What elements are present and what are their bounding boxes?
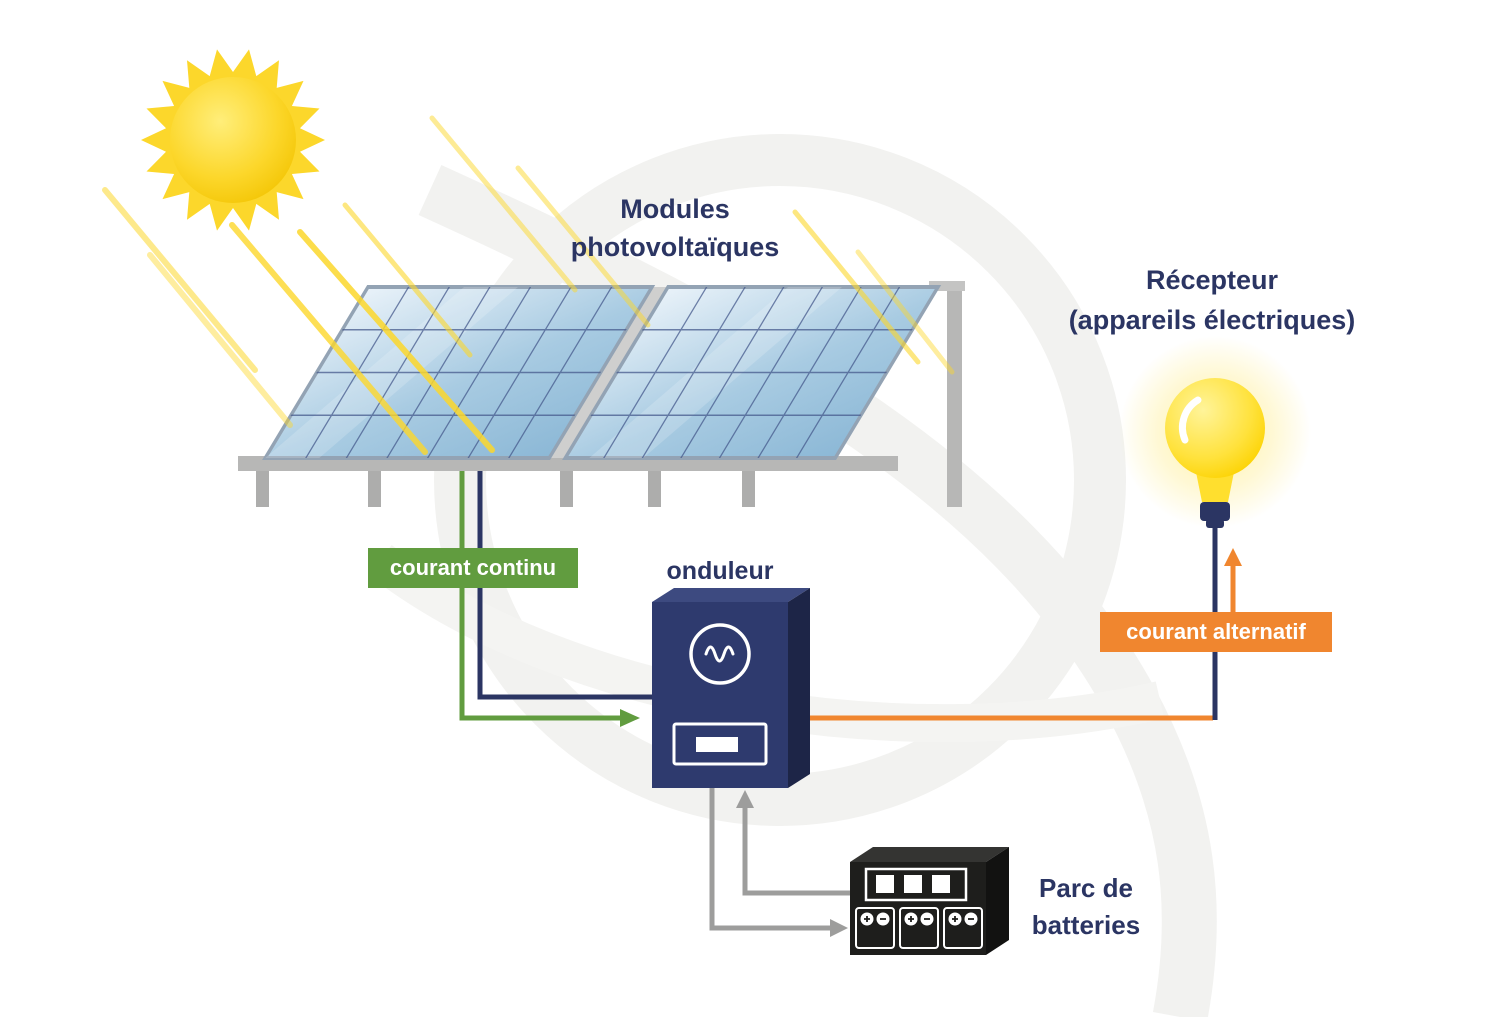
support-leg — [256, 471, 269, 507]
panel-right — [562, 285, 942, 460]
support-cap — [929, 281, 965, 291]
inverter-top-face — [652, 588, 810, 602]
modules-label: Modules photovoltaïques — [525, 190, 825, 266]
bulb-highlight — [1178, 396, 1202, 444]
inverter-side-face — [788, 588, 810, 788]
battery-indicator-frame — [864, 867, 968, 902]
battery-top-face — [850, 847, 1009, 862]
support-leg — [648, 471, 661, 507]
light-bulb-icon — [1119, 336, 1311, 528]
modules-label-line1: Modules — [620, 194, 730, 224]
support-leg — [742, 471, 755, 507]
sun-icon — [141, 49, 325, 231]
support-post — [947, 287, 962, 507]
batteries-label: Parc de batteries — [1006, 870, 1166, 944]
inverter-front-face — [652, 602, 788, 788]
onduleur-label: onduleur — [666, 557, 774, 585]
courant-continu-badge: courant continu — [368, 548, 578, 588]
battery-cell — [943, 907, 983, 949]
battery-charge-arrow — [830, 919, 848, 937]
panel-grid — [590, 287, 913, 458]
battery-bank — [850, 847, 1009, 955]
battery-charge-wire — [709, 788, 832, 931]
sine-wave-icon — [704, 645, 735, 663]
recepteur-label-line2: (appareils électriques) — [1068, 305, 1356, 335]
battery-indicator-cell — [904, 875, 922, 893]
solar-panels — [262, 285, 942, 460]
battery-cell — [899, 907, 939, 949]
sun-rays — [102, 115, 955, 455]
battery-cell — [855, 907, 895, 949]
dc-wire-navy — [477, 462, 656, 700]
recepteur-label-line1: Récepteur — [1145, 265, 1279, 295]
bulb-base — [1200, 502, 1230, 521]
battery-indicator-cell — [876, 875, 894, 893]
inverter-display — [672, 722, 768, 766]
battery-discharge-arrow — [736, 790, 754, 808]
battery-side-face — [986, 847, 1009, 955]
sun-core — [170, 77, 296, 203]
support-leg — [368, 471, 381, 507]
support-leg — [560, 471, 573, 507]
sine-wave-circle — [689, 623, 751, 685]
batteries-label-line1: Parc de — [1039, 873, 1133, 903]
modules-label-line2: photovoltaïques — [570, 232, 780, 262]
battery-discharge-wire — [742, 806, 852, 896]
battery-indicator-cell — [932, 875, 950, 893]
panel-left — [262, 285, 656, 460]
batteries-label-line2: batteries — [1031, 910, 1141, 940]
wires — [459, 462, 1242, 937]
bulb-base-tip — [1206, 519, 1224, 528]
courant-alternatif-badge: courant alternatif — [1100, 612, 1332, 652]
panel-divider — [549, 287, 668, 458]
dc-wire-green — [459, 462, 620, 721]
dc-arrow — [620, 709, 640, 727]
inverter-display-screen — [696, 737, 738, 752]
inverter-box — [652, 588, 810, 788]
recepteur-label: Récepteur (appareils électriques) — [1037, 260, 1387, 340]
ac-arrow — [1224, 548, 1242, 566]
